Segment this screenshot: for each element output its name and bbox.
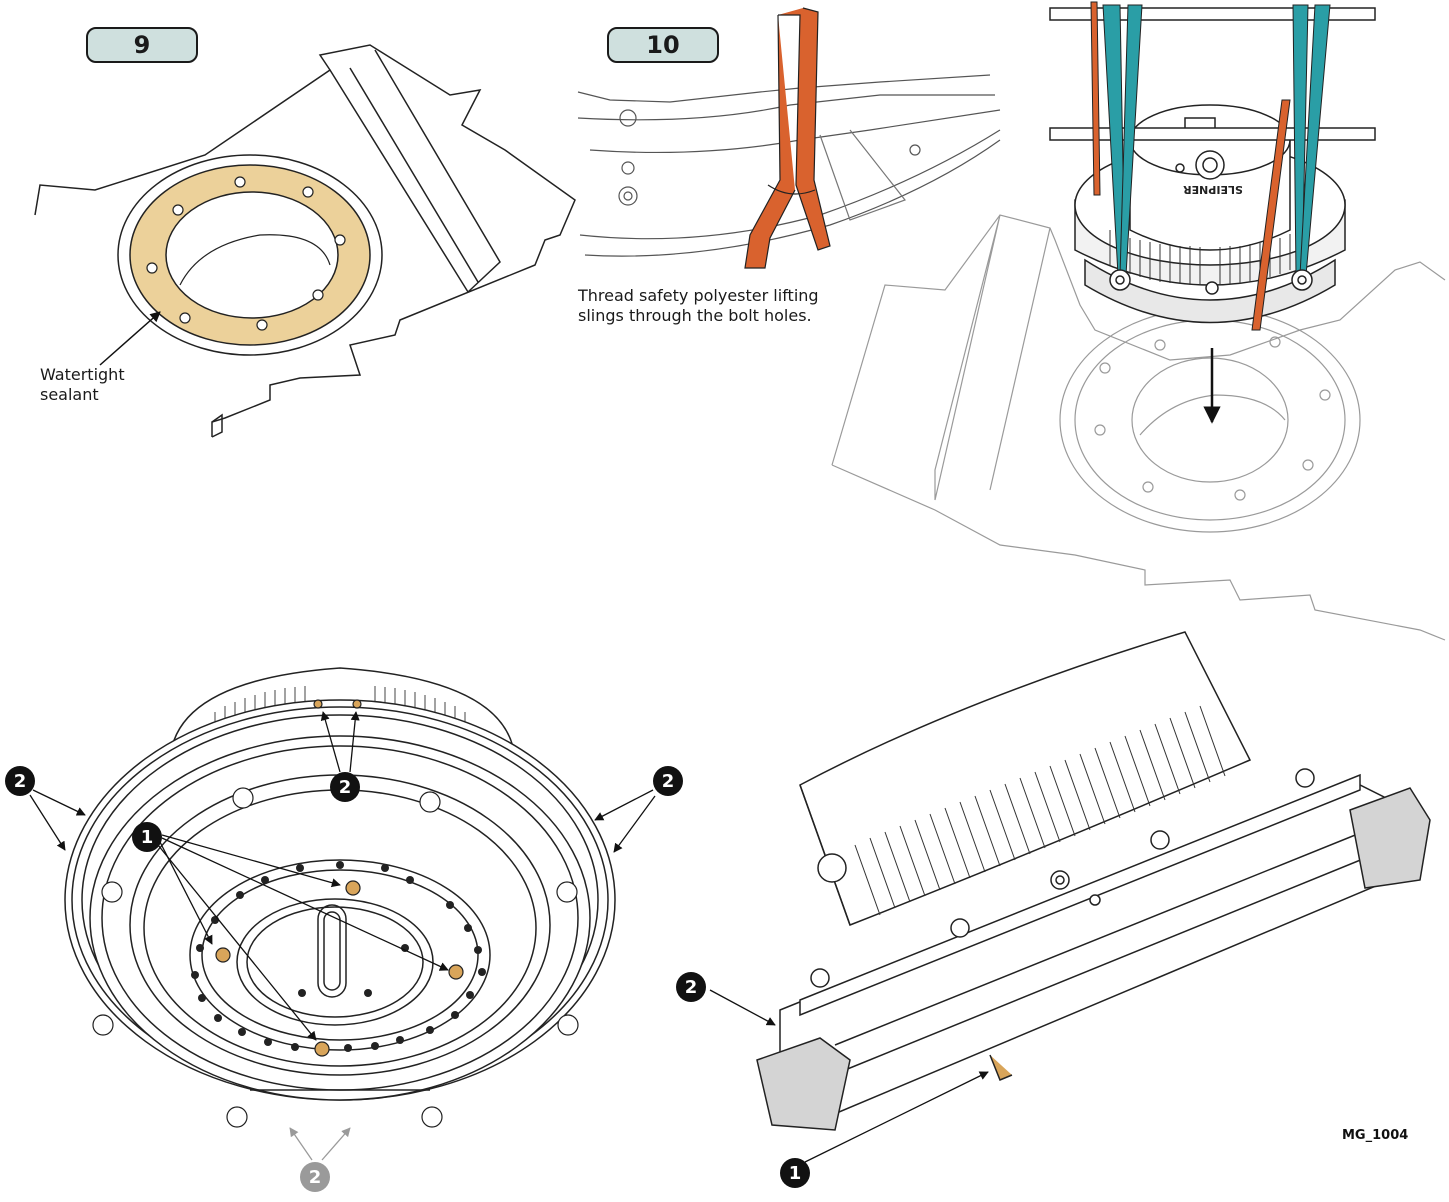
step10-teal-slings	[1102, 4, 1331, 276]
underside-outer-bolts	[92, 787, 579, 1128]
figure-code: MG_1004	[1342, 1128, 1409, 1143]
step-10-caption: Thread safety polyester lifting slings t…	[578, 286, 819, 325]
step-9-number: 9	[133, 31, 151, 59]
side-view	[756, 631, 1431, 1131]
callout-2-underside-left: 2	[5, 766, 35, 796]
callout-2-underside-right: 2	[653, 766, 683, 796]
step10-lifting-eyes	[1109, 269, 1313, 291]
callout-1-side: 1	[780, 1158, 810, 1188]
step10-orange-slings	[1090, 1, 1291, 331]
step10-tunnel-plate	[831, 214, 1446, 641]
step-9-badge: 9	[86, 27, 198, 63]
callout-2-underside-top-text: 2	[338, 776, 352, 798]
underside-brass-fasteners	[215, 699, 464, 1057]
side-callout-arrows	[709, 989, 989, 1163]
sealant-leader-arrow	[99, 311, 161, 366]
underside-grey-arrows	[289, 1127, 351, 1161]
underside-inner-bolts	[191, 861, 486, 1052]
underside-callout-arrows	[29, 711, 656, 1041]
callout-2-underside-top: 2	[330, 772, 360, 802]
callout-2-underside-right-text: 2	[661, 770, 675, 792]
callout-2-side-text: 2	[684, 976, 698, 998]
step9-hull-plate	[34, 44, 576, 438]
sleipner-brand-mark: SLEIPNER	[1183, 183, 1243, 196]
callout-1-underside: 1	[132, 822, 162, 852]
callout-2-underside-left-text: 2	[13, 770, 27, 792]
sealant-label: Watertight sealant	[40, 365, 125, 404]
underside-view	[64, 667, 616, 1101]
step-10-number: 10	[646, 31, 680, 59]
callout-2-side: 2	[676, 972, 706, 1002]
step9-sealant-ring	[117, 154, 383, 356]
callout-1-side-text: 1	[788, 1162, 802, 1184]
callout-2-underside-bottom: 2	[300, 1162, 330, 1192]
step10-orange-sling	[744, 7, 831, 269]
callout-1-underside-text: 1	[140, 826, 154, 848]
callout-2-underside-bottom-text: 2	[308, 1166, 322, 1188]
step-10-badge: 10	[607, 27, 719, 63]
